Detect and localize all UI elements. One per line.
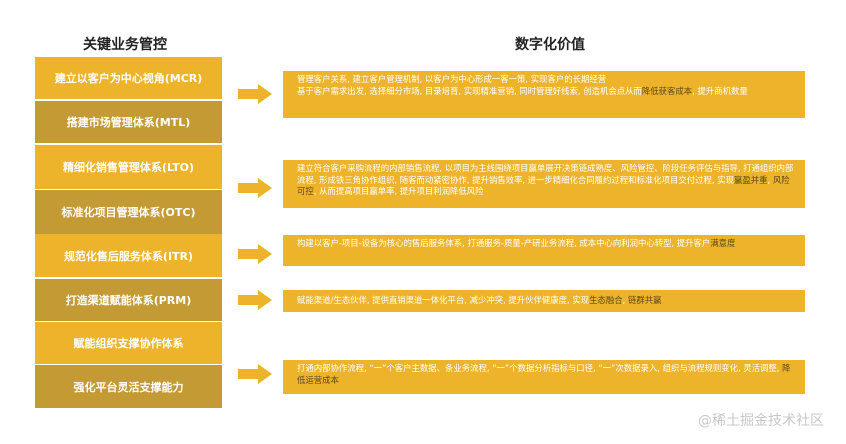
highlight-text: 降低获客成本 [641,85,693,96]
value-box-platform: 打通内部协作流程, “一”个客户主数据、条业务流程, “一”个数据分析指标与口径… [283,360,805,394]
value-text: 赋能渠道/生态伙伴, 提供直销渠道一体化平台, 减少冲突, 提升伙伴健康度, 实… [297,295,662,305]
highlight-text: 链群共赢 [627,295,662,305]
value-box-prm: 赋能渠道/生态伙伴, 提供直销渠道一体化平台, 减少冲突, 提升伙伴健康度, 实… [283,290,805,312]
header-digital-value: 数字化价值 [515,37,585,53]
highlight-text: 赢盈并重 [734,174,768,185]
left-item-lto: 精细化销售管理体系(LTO) [35,145,222,189]
value-text: 打通内部协作流程, “一”个客户主数据、条业务流程, “一”个数据分析指标与口径… [297,363,791,385]
right-arrow-icon [238,178,272,198]
value-box-itr: 构建以客户-项目-设备为核心的售后服务体系, 打通服务-质量-产研业务流程, 成… [283,235,805,266]
left-item-mtl: 搭建市场管理体系(MTL) [35,101,222,143]
value-box-mcr-mtl: 管理客户关系, 建立客户管理机制, 以客户为中心形成一客一策, 实现客户的长期经… [283,71,805,118]
right-arrow-icon [238,244,272,264]
value-box-lto-otc: 建立符合客户采购流程的内部销售流程, 以项目为主线围绕项目赢单展开决策链成熟度、… [283,160,805,208]
value-text: 管理客户关系, 建立客户管理机制, 以客户为中心形成一客一策, 实现客户的长期经… [297,74,607,84]
highlight-text: 风险可控 [297,174,790,197]
right-arrow-icon [238,84,272,104]
left-item-org-support: 赋能组织支撑协作体系 [35,322,222,364]
watermark: @稀土掘金技术社区 [698,413,824,429]
left-item-platform: 强化平台灵活支撑能力 [35,365,222,408]
highlight-text: 生态融合 [589,295,623,305]
value-text: 基于客户需求出发, 选择细分市场, 目录培育, 实现精准营销, 同时管理好线索,… [297,85,748,96]
highlight-text: 满意度 [710,238,736,248]
left-item-prm: 打造渠道赋能体系(PRM) [35,279,222,321]
left-item-mcr: 建立以客户为中心视角(MCR) [35,57,222,99]
header-key-business-control: 关键业务管控 [83,37,167,53]
left-item-itr: 规范化售后服务体系(ITR) [35,234,222,277]
left-item-otc: 标准化项目管理体系(OTC) [35,190,222,234]
highlight-text: 降低运营成本 [297,363,791,385]
value-text: 构建以客户-项目-设备为核心的售后服务体系, 打通服务-质量-产研业务流程, 成… [297,238,736,248]
right-arrow-icon [238,290,272,310]
value-text: 建立符合客户采购流程的内部销售流程, 以项目为主线围绕项目赢单展开决策链成熟度、… [297,163,794,197]
right-arrow-icon [238,364,272,384]
